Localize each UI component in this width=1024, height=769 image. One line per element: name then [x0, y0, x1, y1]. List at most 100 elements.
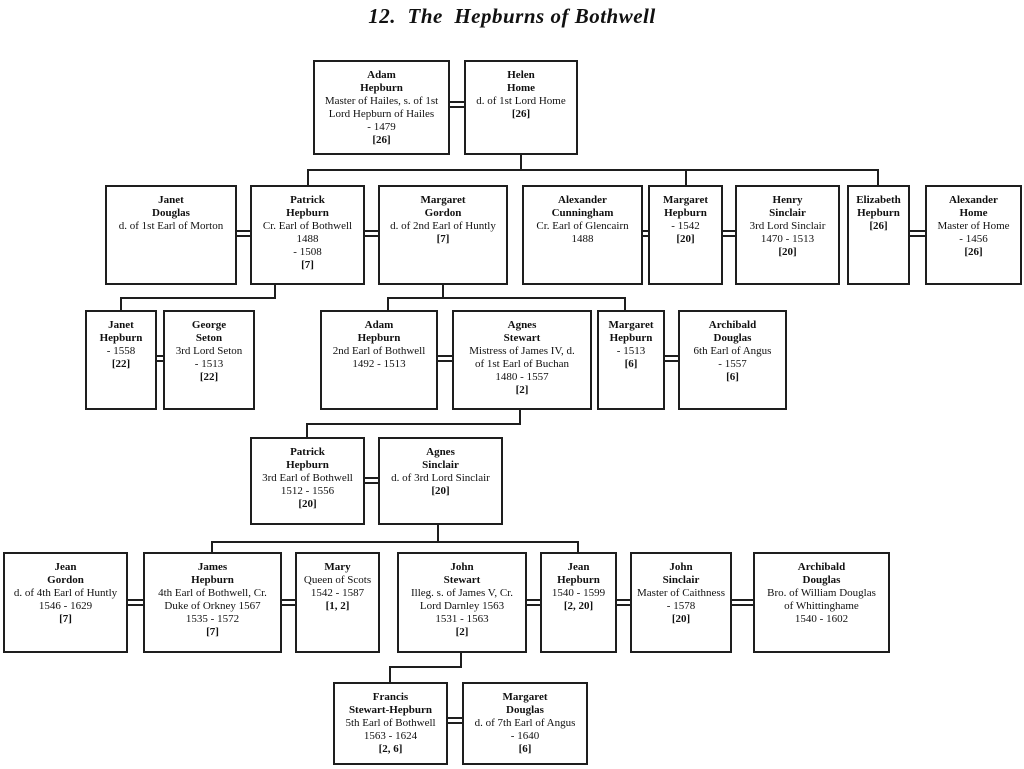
- person-name: Archibald Douglas: [708, 319, 757, 344]
- person-box-margaret-hepburn-1513: Margaret Hepburn - 1513 [6]: [597, 310, 665, 410]
- person-ref: [20]: [431, 485, 450, 497]
- person-box-helen-home: Helen Home d. of 1st Lord Home [26]: [464, 60, 578, 155]
- connector-vline: [577, 541, 579, 552]
- person-details: d. of 7th Earl of Angus - 1640: [474, 717, 576, 742]
- person-details: Mistress of James IV, d. of 1st Earl of …: [469, 345, 575, 383]
- person-box-alexander-home: Alexander Home Master of Home - 1456 [26…: [925, 185, 1022, 285]
- connector-vline: [306, 423, 308, 437]
- person-ref: [26]: [511, 108, 531, 120]
- person-name: Mary: [324, 561, 351, 573]
- person-details: d. of 1st Earl of Morton: [118, 220, 224, 232]
- marriage-line: [280, 599, 297, 606]
- marriage-line: [363, 230, 380, 237]
- marriage-line: [235, 230, 252, 237]
- person-name: Margaret Hepburn: [608, 319, 654, 344]
- connector-vline: [460, 653, 462, 668]
- marriage-line: [436, 355, 454, 362]
- person-name: Archibald Douglas: [797, 561, 846, 586]
- person-box-margaret-gordon: Margaret Gordon d. of 2nd Earl of Huntly…: [378, 185, 508, 285]
- person-box-janet-hepburn: Janet Hepburn - 1558 [22]: [85, 310, 157, 410]
- person-details: 6th Earl of Angus - 1557: [693, 345, 772, 370]
- person-box-adam-hepburn-2nd: Adam Hepburn 2nd Earl of Bothwell 1492 -…: [320, 310, 438, 410]
- person-details: d. of 1st Lord Home: [476, 95, 566, 107]
- marriage-line: [126, 599, 145, 606]
- connector-vline: [519, 410, 521, 425]
- marriage-line: [721, 230, 737, 237]
- person-details: Bro. of William Douglas of Whittinghame …: [767, 587, 876, 625]
- connector-vline: [389, 666, 391, 682]
- person-name: Jean Hepburn: [557, 561, 600, 586]
- person-name: Margaret Gordon: [420, 194, 466, 219]
- person-ref: [22]: [111, 358, 131, 370]
- person-name: Margaret Hepburn: [663, 194, 708, 219]
- person-ref: [22]: [199, 371, 219, 383]
- page-title: 12. The Hepburns of Bothwell: [368, 4, 656, 28]
- person-details: - 1558: [106, 345, 136, 357]
- person-box-george-seton: George Seton 3rd Lord Seton - 1513 [22]: [163, 310, 255, 410]
- marriage-line: [615, 599, 632, 606]
- person-name: Elizabeth Hepburn: [856, 194, 901, 219]
- person-name: Alexander Home: [949, 194, 998, 219]
- person-box-margaret-douglas: Margaret Douglas d. of 7th Earl of Angus…: [462, 682, 588, 765]
- person-box-francis-stewart-hepburn: Francis Stewart-Hepburn 5th Earl of Both…: [333, 682, 448, 765]
- person-box-henry-sinclair: Henry Sinclair 3rd Lord Sinclair 1470 - …: [735, 185, 840, 285]
- person-details: d. of 2nd Earl of Huntly: [390, 220, 496, 232]
- person-box-archibald-douglas-angus: Archibald Douglas 6th Earl of Angus - 15…: [678, 310, 787, 410]
- person-ref: [2, 6]: [378, 743, 403, 755]
- person-details: Master of Home - 1456: [937, 220, 1010, 245]
- person-name: Janet Hepburn: [99, 319, 143, 344]
- connector-vline: [211, 541, 213, 552]
- person-box-agnes-stewart: Agnes Stewart Mistress of James IV, d. o…: [452, 310, 592, 410]
- connector-vline: [437, 525, 439, 543]
- person-box-jean-hepburn: Jean Hepburn 1540 - 1599 [2, 20]: [540, 552, 617, 653]
- person-box-patrick-hepburn-3rd: Patrick Hepburn 3rd Earl of Bothwell 151…: [250, 437, 365, 525]
- person-name: Adam Hepburn: [357, 319, 401, 344]
- person-ref: [7]: [436, 233, 450, 245]
- connector-hline: [389, 666, 462, 668]
- person-details: Master of Caithness - 1578: [637, 587, 725, 612]
- person-box-mary-queen-of-scots: Mary Queen of Scots 1542 - 1587 [1, 2]: [295, 552, 380, 653]
- person-name: Janet Douglas: [152, 194, 190, 219]
- person-name: Helen Home: [506, 69, 536, 94]
- person-name: Patrick Hepburn: [286, 446, 329, 471]
- person-box-john-sinclair: John Sinclair Master of Caithness - 1578…: [630, 552, 732, 653]
- person-ref: [20]: [298, 498, 317, 510]
- person-details: 3rd Lord Sinclair 1470 - 1513: [749, 220, 826, 245]
- person-details: 5th Earl of Bothwell 1563 - 1624: [345, 717, 436, 742]
- person-box-jean-gordon: Jean Gordon d. of 4th Earl of Huntly 154…: [3, 552, 128, 653]
- person-box-adam-hepburn-sr: Adam Hepburn Master of Hailes, s. of 1st…: [313, 60, 450, 155]
- person-name: Alexander Cunningham: [551, 194, 614, 219]
- person-details: Illeg. s. of James V, Cr. Lord Darnley 1…: [411, 587, 513, 625]
- connector-hline: [306, 423, 521, 425]
- person-ref: [20]: [778, 246, 797, 258]
- marriage-line: [446, 717, 464, 724]
- person-name: John Stewart: [443, 561, 481, 586]
- person-ref: [6]: [726, 371, 739, 383]
- connector-vline: [624, 297, 626, 310]
- person-name: Adam Hepburn: [360, 69, 403, 94]
- marriage-line: [448, 101, 466, 108]
- person-ref: [20]: [671, 613, 691, 625]
- person-box-elizabeth-hepburn: Elizabeth Hepburn [26]: [847, 185, 910, 285]
- person-ref: [26]: [964, 246, 983, 258]
- person-box-archibald-douglas-whittinghame: Archibald Douglas Bro. of William Dougla…: [753, 552, 890, 653]
- person-ref: [2]: [455, 626, 469, 638]
- person-details: Cr. Earl of Bothwell 1488 - 1508: [262, 220, 353, 258]
- person-box-john-stewart: John Stewart Illeg. s. of James V, Cr. L…: [397, 552, 527, 653]
- person-ref: [20]: [676, 233, 695, 245]
- connector-vline: [877, 169, 879, 185]
- person-details: 1540 - 1599: [551, 587, 606, 599]
- marriage-line: [525, 599, 542, 606]
- connector-vline: [120, 297, 122, 310]
- person-box-margaret-hepburn-1542: Margaret Hepburn - 1542 [20]: [648, 185, 723, 285]
- person-details: 2nd Earl of Bothwell 1492 - 1513: [332, 345, 426, 370]
- connector-hline: [120, 297, 276, 299]
- connector-vline: [685, 169, 687, 185]
- person-name: Francis Stewart-Hepburn: [348, 691, 433, 716]
- connector-hline: [307, 169, 879, 171]
- connector-vline: [274, 285, 276, 299]
- connector-hline: [387, 297, 626, 299]
- person-name: Henry Sinclair: [769, 194, 806, 219]
- person-name: George Seton: [191, 319, 227, 344]
- marriage-line: [155, 355, 165, 362]
